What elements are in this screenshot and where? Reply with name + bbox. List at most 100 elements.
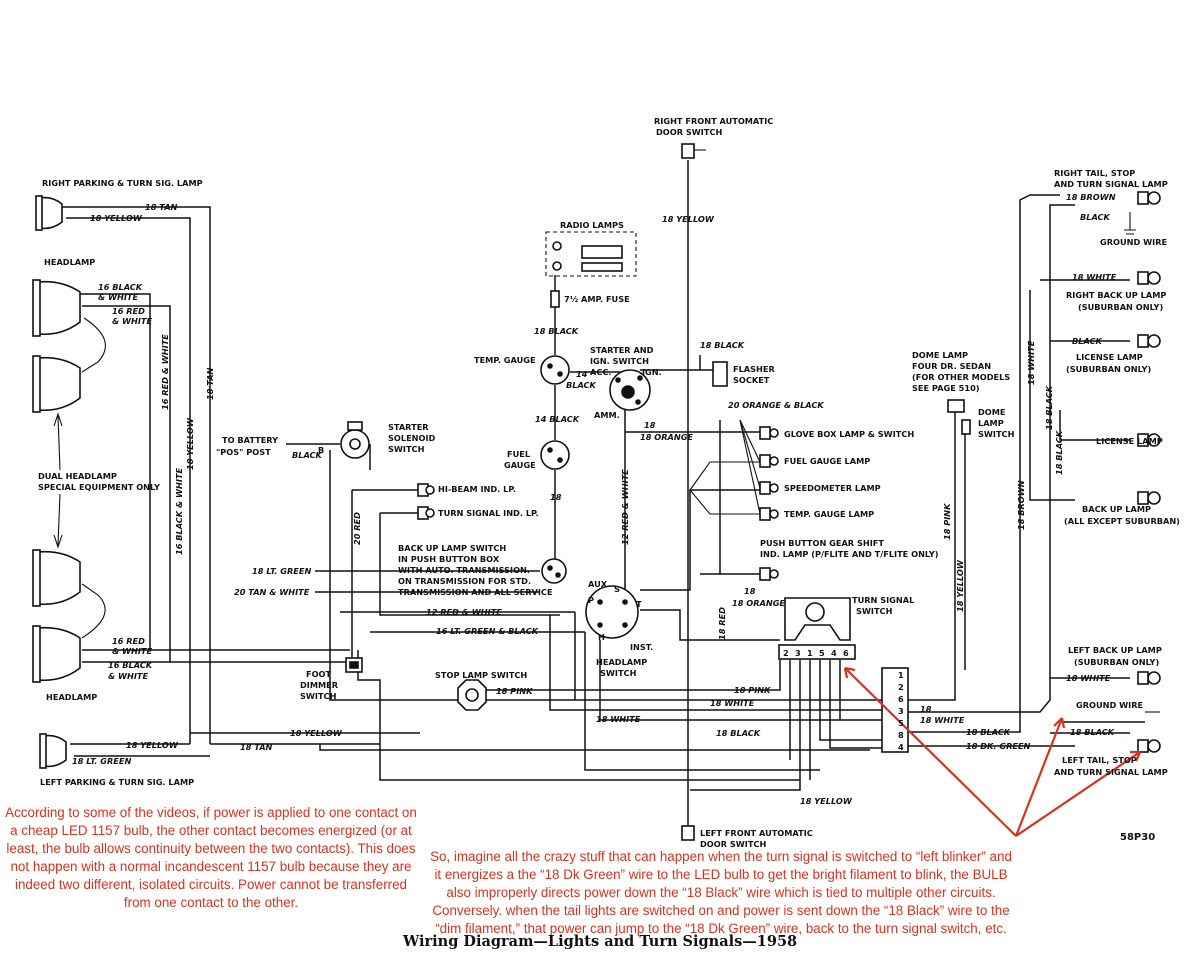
wire-label: 18 PINK [942,503,952,540]
wire-label: 18 ORANGE [732,598,785,608]
label-left-front-door-2: DOOR SWITCH [700,839,766,849]
ground-symbol-top [1124,212,1136,235]
left-parking-lamp [39,733,67,769]
wire-label: 14 [576,369,588,379]
terminal-label: 1 [898,670,904,680]
push-button-lamp-socket [759,567,779,581]
connector-terminals: 1 2 6 3 5 8 4 [898,670,904,752]
wire-label: 16 RED [112,306,145,316]
label-to-battery-2: "POS" POST [216,447,271,457]
wire-label: BLACK [292,450,323,460]
label-dual-headlamp-1: DUAL HEADLAMP [38,471,117,481]
label-left-tail-1: LEFT TAIL, STOP [1062,755,1137,765]
wire-label: 20 TAN & WHITE [234,587,310,597]
wire-label: 18 BLACK [534,326,579,336]
label-aux: AUX. [588,579,610,589]
wire-label: 14 BLACK [535,414,580,424]
wire-label: 18 TAN [205,367,215,400]
headlamp-bottom-1 [32,549,81,607]
label-to-battery-1: TO BATTERY [222,435,279,445]
label-push-button-1: PUSH BUTTON GEAR SHIFT [760,538,884,548]
backup-lamp [1137,491,1161,505]
label-backup-switch-2: IN PUSH BUTTON BOX [398,554,500,564]
label-ground-wire-bottom: GROUND WIRE [1076,700,1143,710]
wire-label: 18 RED [717,607,727,640]
wire-label: 18 ORANGE [640,432,693,442]
label-foot-dimmer-1: FOOT [306,669,332,679]
label-starter-ign-1: STARTER AND [590,345,654,355]
hi-beam-lamp [417,483,435,497]
rear-connector-block [881,667,909,753]
label-left-backup-2: (SUBURBAN ONLY) [1074,657,1159,667]
label-turn-signal-switch-1: TURN SIGNAL [852,595,914,605]
label-s: S [614,584,620,594]
wire-label: 18 YELLOW [185,417,195,470]
dome-lamp-switch [961,419,971,435]
wire-label: 18 TAN [240,742,273,752]
terminal-label: 5 [898,718,904,728]
label-dome-lamp-1: DOME LAMP [912,350,968,360]
label-stop-lamp-switch: STOP LAMP SWITCH [435,670,527,680]
terminal-label: 4 [831,648,837,658]
label-h: H [598,632,605,642]
label-starter-solenoid-3: SWITCH [388,444,425,454]
left-backup-lamp [1137,671,1161,685]
license-lamp [1137,433,1161,447]
wire-label: 18 DK. GREEN [966,741,1031,751]
speedometer-lamp-socket [759,481,779,495]
page-title: Wiring Diagram—Lights and Turn Signals—1… [403,933,798,950]
label-foot-dimmer-3: SWITCH [300,691,337,701]
right-backup-lamp [1137,271,1161,285]
annotation-bottom: So, imagine all the crazy stuff that can… [430,849,1012,936]
wire-label: 18 WHITE [920,715,965,725]
wire-label: 18 LT. GREEN [72,756,131,766]
starter-solenoid [340,421,370,459]
label-ign: IGN. [642,367,662,377]
wire-label: & WHITE [108,671,149,681]
wire-label: 16 BLACK [98,282,143,292]
label-right-tail-1: RIGHT TAIL, STOP [1054,168,1135,178]
fuse [550,290,560,308]
right-front-door-switch [681,143,706,159]
label-backup-switch-3: WITH AUTO. TRANSMISSION. [398,565,530,575]
wire-label: 20 RED [352,512,362,545]
label-fuse: 7½ AMP. FUSE [564,294,630,304]
terminal-label: 6 [843,648,849,658]
label-turn-signal-switch-2: SWITCH [856,606,893,616]
label-left-parking: LEFT PARKING & TURN SIG. LAMP [40,777,194,787]
label-dome-switch-2: LAMP [978,418,1004,428]
wire-label: 20 ORANGE & BLACK [728,400,824,410]
wire-label: 18 TAN [145,202,178,212]
label-dome-switch-1: DOME [978,407,1006,417]
terminal-label: 6 [898,694,904,704]
label-dome-lamp-2: FOUR DR. SEDAN [912,361,991,371]
label-backup-lamp-1: BACK UP LAMP [1082,504,1151,514]
left-tail-lamp [1137,739,1161,753]
wire-label: & WHITE [112,646,153,656]
wire-label: 18 BLACK [1070,727,1115,737]
wire-label: 12 RED & WHITE [620,469,630,545]
wire-label: 18 WHITE [1066,673,1111,683]
label-radio-lamps: RADIO LAMPS [560,220,624,230]
label-right-front-door-2: DOOR SWITCH [656,127,722,137]
label-ground-wire-top: GROUND WIRE [1100,237,1167,247]
label-hi-beam: HI-BEAM IND. LP. [438,484,516,494]
label-push-button-2: IND. LAMP (P/FLITE AND T/FLITE ONLY) [760,549,939,559]
fuel-gauge [540,440,570,470]
backup-lamp-switch [541,558,567,584]
label-license-sub-1: LICENSE LAMP [1076,352,1143,362]
label-flasher-2: SOCKET [733,375,770,385]
label-backup-switch-5: TRANSMISSION AND ALL SERVICE [398,587,553,597]
wire-label: 18 YELLOW [90,213,143,223]
wire-label: 18 YELLOW [126,740,179,750]
radio-lamps [545,231,637,277]
label-fuel-gauge-2: GAUGE [504,460,536,470]
label-temp-gauge: TEMP. GAUGE [474,355,536,365]
label-license-sub-2: (SUBURBAN ONLY) [1066,364,1151,374]
label-right-backup-1: RIGHT BACK UP LAMP [1066,290,1166,300]
label-right-front-door-1: RIGHT FRONT AUTOMATIC [654,116,773,126]
wire-label: 16 RED [112,636,145,646]
terminal-label: 4 [898,742,904,752]
wire-network [62,160,1145,840]
